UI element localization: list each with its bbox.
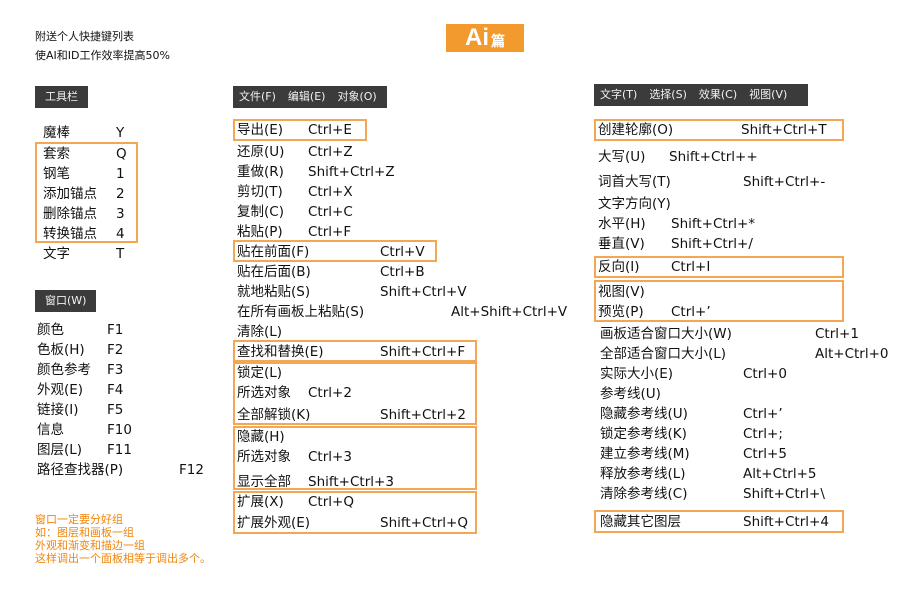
intro-line-2: 使AI和ID工作效率提高50% xyxy=(35,49,170,62)
list-item: 画板适合窗口大小(W)Ctrl+1 xyxy=(600,326,859,342)
page-title: Ai xyxy=(465,24,489,51)
list-item: 就地粘贴(S)Shift+Ctrl+V xyxy=(237,284,467,300)
group-highlight xyxy=(233,340,477,362)
list-item: 清除参考线(C)Shift+Ctrl+\ xyxy=(600,486,825,502)
menu-label-object: 对象(O) xyxy=(337,90,377,103)
list-item: 路径查找器(P)F12 xyxy=(37,462,204,478)
note-line: 外观和渐变和描边一组 xyxy=(35,539,145,552)
group-highlight xyxy=(233,426,477,490)
window-header: 窗口(W) xyxy=(35,290,97,312)
list-item: 贴在后面(B)Ctrl+B xyxy=(237,264,425,280)
list-item: 水平(H)Shift+Ctrl+* xyxy=(598,216,756,232)
group-highlight xyxy=(594,510,844,533)
menu-label-view: 视图(V) xyxy=(749,88,788,101)
list-item: 剪切(T)Ctrl+X xyxy=(237,184,353,200)
list-item: 链接(I)F5 xyxy=(37,402,124,418)
menu-label-edit: 编辑(E) xyxy=(287,90,326,103)
group-highlight xyxy=(233,119,367,141)
list-item: 隐藏(H) xyxy=(237,429,285,445)
intro-line-1: 附送个人快捷键列表 xyxy=(35,30,134,43)
group-highlight xyxy=(594,119,844,141)
list-item: 大写(U)Shift+Ctrl++ xyxy=(598,149,758,165)
list-item: 反向(I)Ctrl+I xyxy=(598,259,711,275)
list-item: 复制(C)Ctrl+C xyxy=(237,204,353,220)
list-item: 视图(V) xyxy=(598,284,645,300)
list-item: 锁定参考线(K)Ctrl+; xyxy=(600,426,783,442)
note-line: 窗口一定要分好组 xyxy=(35,513,123,526)
list-item: 文字方向(Y) xyxy=(598,196,671,212)
list-item: 词首大写(T)Shift+Ctrl+- xyxy=(598,174,826,190)
list-item: 扩展外观(E)Shift+Ctrl+Q xyxy=(237,515,468,531)
list-item: 全部解锁(K)Shift+Ctrl+2 xyxy=(237,407,466,423)
menu-label-type: 文字(T) xyxy=(600,88,638,101)
list-item: 预览(P)Ctrl+’ xyxy=(598,304,711,320)
list-item: 参考线(U) xyxy=(600,386,661,402)
list-item: 贴在前面(F)Ctrl+V xyxy=(237,244,425,260)
group-highlight xyxy=(594,280,844,322)
list-item: 释放参考线(L)Alt+Ctrl+5 xyxy=(600,466,817,482)
list-item: 色板(H)F2 xyxy=(37,342,124,358)
list-item: 建立参考线(M)Ctrl+5 xyxy=(600,446,787,462)
list-item: 全部适合窗口大小(L)Alt+Ctrl+0 xyxy=(600,346,889,362)
list-item: 扩展(X)Ctrl+Q xyxy=(237,494,354,510)
toolbar-header: 工具栏 xyxy=(35,86,88,108)
list-item: 导出(E)Ctrl+E xyxy=(237,122,352,138)
menu-header-file-edit-object: 文件(F) 编辑(E) 对象(O) xyxy=(233,86,387,108)
menu-label-select: 选择(S) xyxy=(649,88,687,101)
list-item: 重做(R)Shift+Ctrl+Z xyxy=(237,164,395,180)
group-highlight xyxy=(35,142,138,243)
list-item: 隐藏参考线(U)Ctrl+’ xyxy=(600,406,783,422)
list-item: 外观(E)F4 xyxy=(37,382,124,398)
group-highlight xyxy=(233,491,477,534)
menu-header-type-select-effect-view: 文字(T) 选择(S) 效果(C) 视图(V) xyxy=(594,84,808,106)
note-line: 这样调出一个面板相等于调出多个。 xyxy=(35,552,211,565)
group-highlight xyxy=(233,240,437,262)
list-item: 锁定(L) xyxy=(237,365,283,381)
list-item: 创建轮廓(O)Shift+Ctrl+T xyxy=(598,122,827,138)
menu-label-effect: 效果(C) xyxy=(698,88,738,101)
group-highlight xyxy=(594,256,844,278)
list-item: 在所有画板上粘贴(S)Alt+Shift+Ctrl+V xyxy=(237,304,568,320)
list-item: 垂直(V)Shift+Ctrl+/ xyxy=(598,236,753,252)
menu-label-file: 文件(F) xyxy=(239,90,276,103)
page-title-suffix: 篇 xyxy=(491,34,505,50)
list-item: 还原(U)Ctrl+Z xyxy=(237,144,353,160)
list-item: 粘贴(P)Ctrl+F xyxy=(237,224,352,240)
page-title-badge: Ai 篇 xyxy=(446,24,524,52)
note-line: 如：图层和画板一组 xyxy=(35,526,134,539)
toolbar-header-label: 工具栏 xyxy=(45,90,78,103)
list-item: 实际大小(E)Ctrl+0 xyxy=(600,366,787,382)
list-item: 查找和替换(E)Shift+Ctrl+F xyxy=(237,344,466,360)
group-highlight xyxy=(233,362,477,425)
list-item: 清除(L) xyxy=(237,324,283,340)
list-item: 图层(L)F11 xyxy=(37,442,132,458)
window-header-label: 窗口(W) xyxy=(45,294,87,307)
